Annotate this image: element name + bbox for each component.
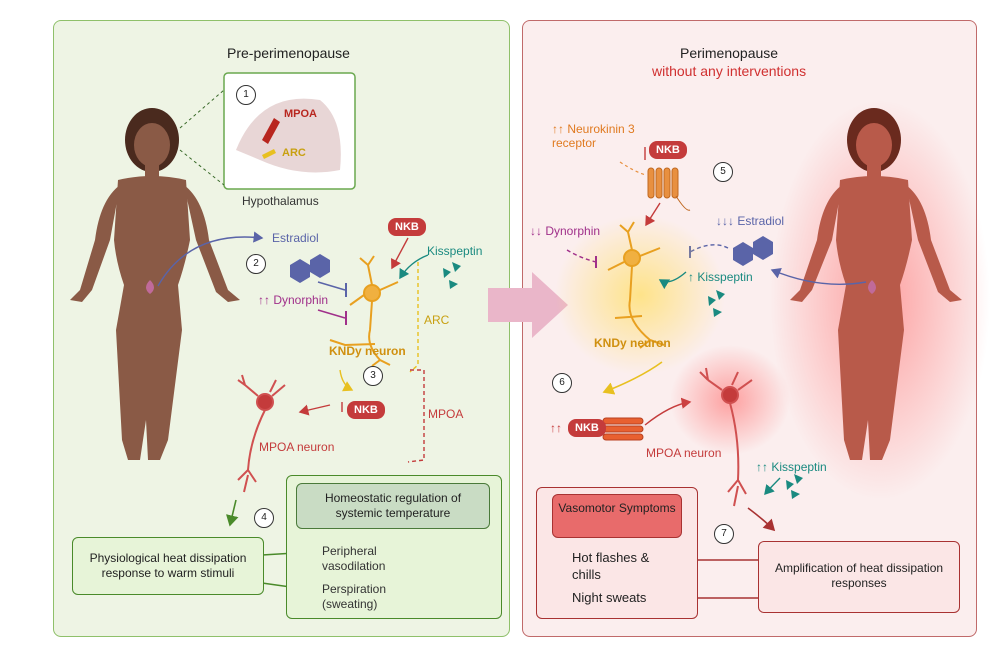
hypothalamus-label: Hypothalamus	[242, 194, 319, 208]
kisspeptin-molecules-left	[443, 262, 461, 289]
step-number-4: 4	[254, 508, 274, 528]
amplification-label: Amplification of heat dissipation respon…	[774, 561, 944, 590]
uterus-icon-right	[868, 280, 876, 294]
mpoa-bracket-label: MPOA	[428, 407, 464, 421]
step-number-3: 3	[363, 366, 383, 386]
estradiol-label-left: Estradiol	[272, 231, 319, 245]
hypothalamus-mpoa-label: MPOA	[284, 108, 317, 120]
kisspeptin-molecules-right	[708, 290, 725, 317]
dynorphin-label-right: ↓↓ Dynorphin	[530, 224, 601, 238]
kisspeptin-label-left: Kisspeptin	[427, 244, 483, 258]
kndy-neuron-label-right: KNDy neuron	[594, 336, 671, 350]
arc-bracket-label: ARC	[424, 313, 450, 327]
arc-region	[262, 149, 276, 159]
vasomotor-box: Vasomotor Symptoms	[552, 494, 682, 538]
step-number-1: 1	[236, 85, 256, 105]
transition-arrow	[488, 272, 568, 338]
woman-figure-left	[70, 108, 240, 460]
physiological-response-box: Physiological heat dissipation response …	[72, 537, 264, 595]
right-panel-title: Perimenopause	[680, 45, 779, 61]
perspiration-label: Perspiration (sweating)	[322, 582, 387, 611]
night-sweats-label: Night sweats	[572, 590, 647, 605]
step-number-7: 7	[714, 524, 734, 544]
homeostatic-label: Homeostatic regulation of systemic tempe…	[324, 491, 462, 520]
homeostatic-box: Homeostatic regulation of systemic tempe…	[296, 483, 490, 529]
kndy-neuron-right	[607, 221, 665, 349]
nkb-badge-left-down: NKB	[347, 401, 385, 419]
nkb-badge-right: NKB	[649, 141, 687, 159]
peripheral-vasodilation-label: Peripheral vasodilation	[322, 544, 386, 573]
kisspeptin-molecules-right-2	[786, 474, 803, 499]
woman-figure-right	[790, 108, 962, 460]
nkb-badge-left: NKB	[388, 218, 426, 236]
left-panel-title: Pre-perimenopause	[227, 45, 350, 61]
neurokinin-receptor-icon	[647, 167, 679, 199]
kndy-neuron-label-left: KNDy neuron	[329, 344, 406, 358]
estradiol-molecule-right	[733, 236, 773, 266]
dynorphin-label-left: ↑↑ Dynorphin	[258, 293, 329, 307]
right-panel-subtitle: without any interventions	[652, 63, 807, 79]
nkb-up-arrows: ↑↑	[550, 421, 562, 435]
kndy-neuron-left	[329, 255, 399, 367]
mpoa-neuron-right	[699, 367, 753, 507]
mpoa-neuron-label-left: MPOA neuron	[259, 440, 335, 454]
nkb-receptor-icon	[602, 417, 644, 441]
vasomotor-label: Vasomotor Symptoms	[558, 501, 676, 515]
kisspeptin-label-right-2: ↑↑ Kisspeptin	[756, 460, 827, 474]
uterus-icon-left	[146, 280, 154, 294]
mpoa-region	[262, 118, 280, 144]
neurokinin-receptor-label: ↑↑ Neurokinin 3 receptor	[552, 122, 635, 150]
amplification-box: Amplification of heat dissipation respon…	[758, 541, 960, 613]
nkb-receptor-badge: NKB	[568, 419, 606, 437]
step-number-2: 2	[246, 254, 266, 274]
estradiol-label-right: ↓↓↓ Estradiol	[716, 214, 785, 228]
step-number-6: 6	[552, 373, 572, 393]
hot-flashes-label: Hot flashes & chills	[572, 550, 650, 582]
mpoa-neuron-label-right: MPOA neuron	[646, 446, 722, 460]
kisspeptin-label-right: ↑ Kisspeptin	[688, 270, 753, 284]
mpoa-neuron-left	[237, 374, 286, 493]
physiological-response-label: Physiological heat dissipation response …	[89, 551, 247, 580]
hypothalamus-arc-label: ARC	[282, 147, 306, 159]
estradiol-molecule-left	[290, 254, 330, 283]
step-number-5: 5	[713, 162, 733, 182]
